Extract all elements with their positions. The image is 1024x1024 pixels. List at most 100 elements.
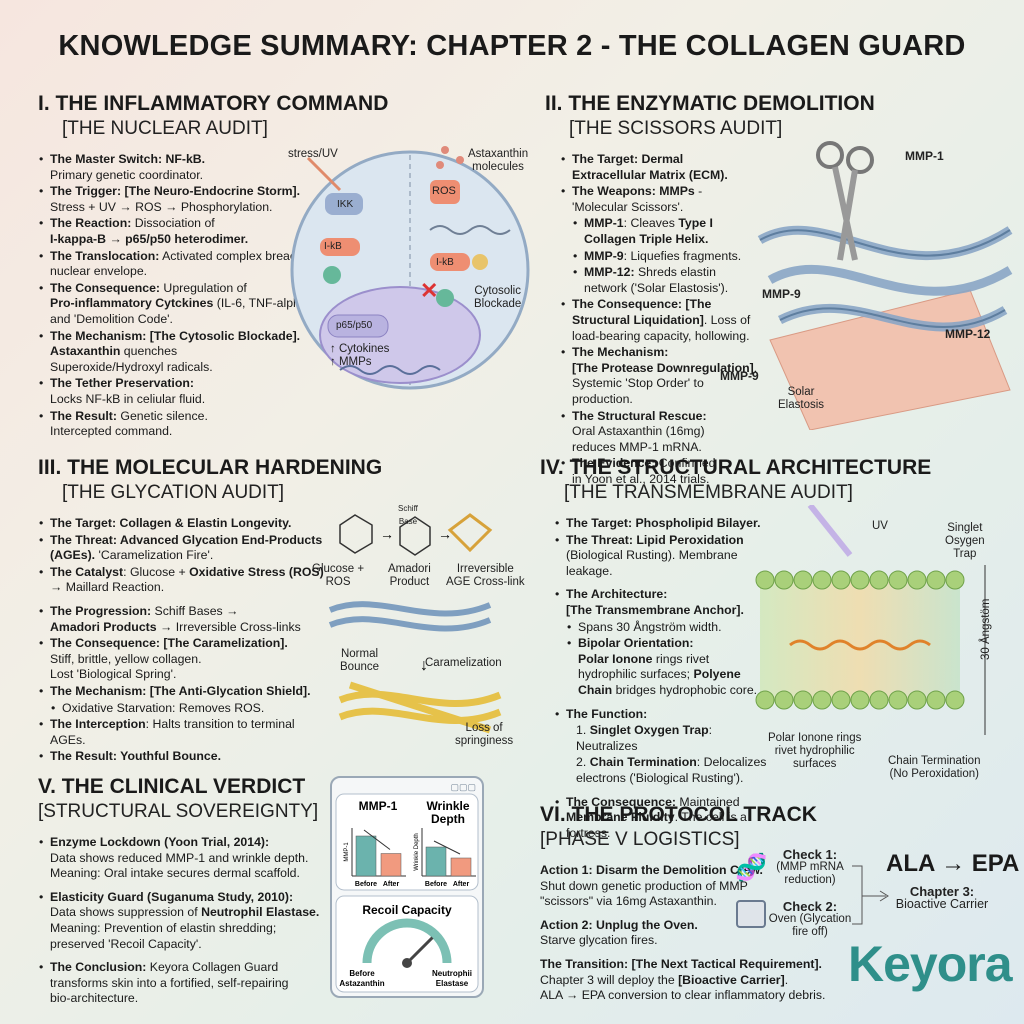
bullet-item: The Transition: [The Next Tactical Requi…: [540, 957, 840, 1004]
chapter-3: Chapter 3: Bioactive Carrier: [892, 885, 992, 911]
gauge-panel: [335, 895, 479, 993]
bullet-text: Genetic silence.: [116, 408, 208, 423]
bullet-bold-text: MMP-1: [584, 216, 624, 231]
bullet-bold-text: The Architecture:: [566, 587, 668, 602]
label-ikb2: I-kB: [436, 257, 454, 268]
label-solar-elastosis: Solar Elastosis: [778, 386, 825, 411]
bullet-list: Enzyme Lockdown (Yoon Trial, 2014):Data …: [38, 835, 338, 1007]
trend-arrow: [363, 829, 391, 850]
gauge-left-label: Astazanthin: [339, 979, 384, 988]
page-title: KNOWLEDGE SUMMARY: CHAPTER 2 - THE COLLA…: [58, 30, 966, 62]
bar-before: [355, 835, 377, 877]
bullet-bold-text: Oxidative Stress (ROS): [189, 564, 324, 579]
bullet-item: The Result: Youthful Bounce.: [38, 749, 328, 765]
bullet-text: 2.: [576, 755, 590, 770]
x-tick-label: Before: [425, 881, 447, 888]
phospholipid-head: [945, 570, 965, 590]
bullet-text: Dissociation of: [131, 216, 215, 231]
section-transmembrane: IV. THE STRUCTURAL ARCHITECTURE [THE TRA…: [540, 456, 931, 842]
bullet-item: The Function:: [554, 707, 770, 723]
bullet-text: → Irreversible Cross-links: [156, 619, 301, 634]
bullet-item: The Mechanism: [The Anti-Glycation Shiel…: [38, 684, 328, 700]
bullet-bold-text: The Consequence: [The Caramelization].: [50, 636, 288, 651]
bullet-bold-text: Type I Collagen Triple Helix.: [584, 216, 713, 246]
svg-text:✕: ✕: [420, 278, 438, 303]
bullet-item: Elasticity Guard (Suganuma Study, 2010):…: [38, 890, 338, 952]
gauge-right-label: Elastase: [436, 979, 469, 988]
bullet-item: Action 2: Unplug the Oven.Starve glycati…: [540, 918, 840, 949]
label-astaxanthin: Astaxanthin molecules: [468, 148, 529, 173]
bullet-bold-text: Elasticity Guard (Suganuma Study, 2010):: [50, 889, 294, 904]
label-glucose: Glucose + ROS: [312, 563, 365, 588]
label-cytosolic-blockade: Cytosolic Blockade: [474, 285, 522, 310]
bullet-bold-text: Bipolar Orientation:: [578, 636, 694, 651]
section-subtitle: [PHASE V LOGISTICS]: [540, 829, 740, 850]
label-ikk: IKK: [337, 199, 354, 210]
bullet-text: Meaning: Oral intake secures dermal scaf…: [50, 866, 300, 881]
phospholipid-head: [888, 570, 908, 590]
gauge-title: Recoil Capacity: [362, 903, 452, 917]
bullet-item: The Structural Rescue:Oral Astaxanthin (…: [560, 409, 760, 456]
section-protocol: VI. THE PROTOCOL TRACK [PHASE V LOGISTIC…: [540, 803, 840, 1005]
bullet-text: : Neutralizes: [576, 723, 713, 753]
bullet-text: Activated complex breaches nuclear envel…: [50, 248, 316, 279]
section-subtitle: [STRUCTURAL SOVEREIGNTY]: [38, 801, 319, 822]
bullet-text: bridges hydrophobic core.: [612, 682, 758, 697]
section-heading: III. THE MOLECULAR HARDENING: [38, 456, 383, 479]
bullet-text: Stress + UV → ROS → Phosphorylation.: [50, 199, 273, 214]
oven-icon: [736, 900, 766, 928]
bullet-item: MMP-12: Shreds elastin network ('Solar E…: [572, 265, 760, 296]
bullet-text: Upregulation of: [160, 280, 247, 295]
bullet-item: The Reaction: Dissociation ofI-kappa-B →…: [38, 216, 328, 247]
bullet-bold-text: MMP-12:: [584, 265, 635, 280]
check-1-title: Check 1:: [782, 847, 838, 862]
bullet-bold-text: The Mechanism:: [572, 345, 669, 360]
bullet-bold-text: The Structural Rescue:: [572, 408, 707, 423]
bullet-item: The Threat: Lipid Peroxidation(Biologica…: [554, 533, 770, 580]
membrane-diagram: [755, 505, 986, 735]
bullet-item: The Trigger: [The Neuro-Endocrine Storm]…: [38, 184, 328, 215]
check-1: Check 1: (MMP mRNA reduction): [770, 848, 850, 887]
bullet-list: Action 1: Disarm the Demolition Crew.Shu…: [540, 863, 840, 1004]
bullet-bold-text: The Master Switch: NF-kB.: [50, 152, 206, 166]
bullet-bold-text: The Function:: [566, 706, 648, 721]
bullet-list: The Master Switch: NF-kB.Primary genetic…: [38, 152, 328, 440]
bullet-text: : Glucose +: [123, 564, 190, 579]
bullet-bold-text: Action 2: Unplug the Oven.: [540, 917, 698, 932]
bullet-text: (IL-6, TNF-alpha) and 'Demolition Code'.: [50, 296, 311, 326]
phospholipid-head: [888, 690, 908, 710]
bullet-item: 1. Singlet Oxygen Trap: Neutralizes: [554, 723, 770, 754]
phospholipid-head: [926, 690, 946, 710]
label-chain-termination: Chain Termination (No Peroxidation): [888, 755, 981, 780]
bullet-text: bio-architecture.: [50, 991, 139, 1006]
bullet-text: - 'Molecular Scissors'.: [572, 184, 703, 214]
bullet-item: The Target: Phospholipid Bilayer.: [554, 516, 770, 532]
label-ikb: I-kB: [324, 241, 342, 252]
bullet-bold-text: [The Transmembrane Anchor].: [566, 602, 744, 617]
dna-icon: 🧬: [735, 852, 768, 882]
bullet-bold-text: The Result: Youthful Bounce.: [50, 749, 222, 764]
section-enzymatic: II. THE ENZYMATIC DEMOLITION [THE SCISSO…: [545, 92, 875, 488]
bullet-item: Spans 30 Ångström width.: [566, 620, 770, 636]
label-30-angstrom: 30 Ångstöm: [980, 598, 992, 660]
bullet-bold-text: The Result:: [50, 408, 117, 423]
x-tick-label: After: [383, 881, 400, 888]
label-caramelization: Caramelization: [425, 657, 502, 669]
bullet-text: Oxidative Starvation: Removes ROS.: [62, 700, 265, 715]
bullet-text: (Biological Rusting). Membrane leakage.: [566, 548, 738, 578]
bullet-bold-text: Amadori Products: [50, 619, 157, 634]
bullet-text: 1.: [576, 723, 590, 738]
check-1-text: (MMP mRNA reduction): [776, 861, 844, 886]
bullet-bold-text: The Consequence:: [50, 280, 161, 295]
bullet-bold-text: The Consequence: [The Structural Liquida…: [572, 297, 712, 327]
y-axis-label: MMP-1: [344, 842, 350, 862]
check-2-title: Check 2:: [782, 899, 838, 914]
section-heading: I. THE INFLAMMATORY COMMAND: [38, 92, 389, 115]
bullet-item: The Threat: Advanced Glycation End-Produ…: [38, 533, 328, 564]
bullet-bold-text: Pro-inflammatory Cytckines: [50, 296, 214, 311]
check-2: Check 2: Oven (Glycation fire off): [768, 900, 852, 939]
bullet-bold-text: The Evidence:: [572, 456, 656, 471]
bullet-bold-text: MMP-9: [584, 248, 624, 263]
section-subtitle: [THE NUCLEAR AUDIT]: [62, 118, 268, 139]
